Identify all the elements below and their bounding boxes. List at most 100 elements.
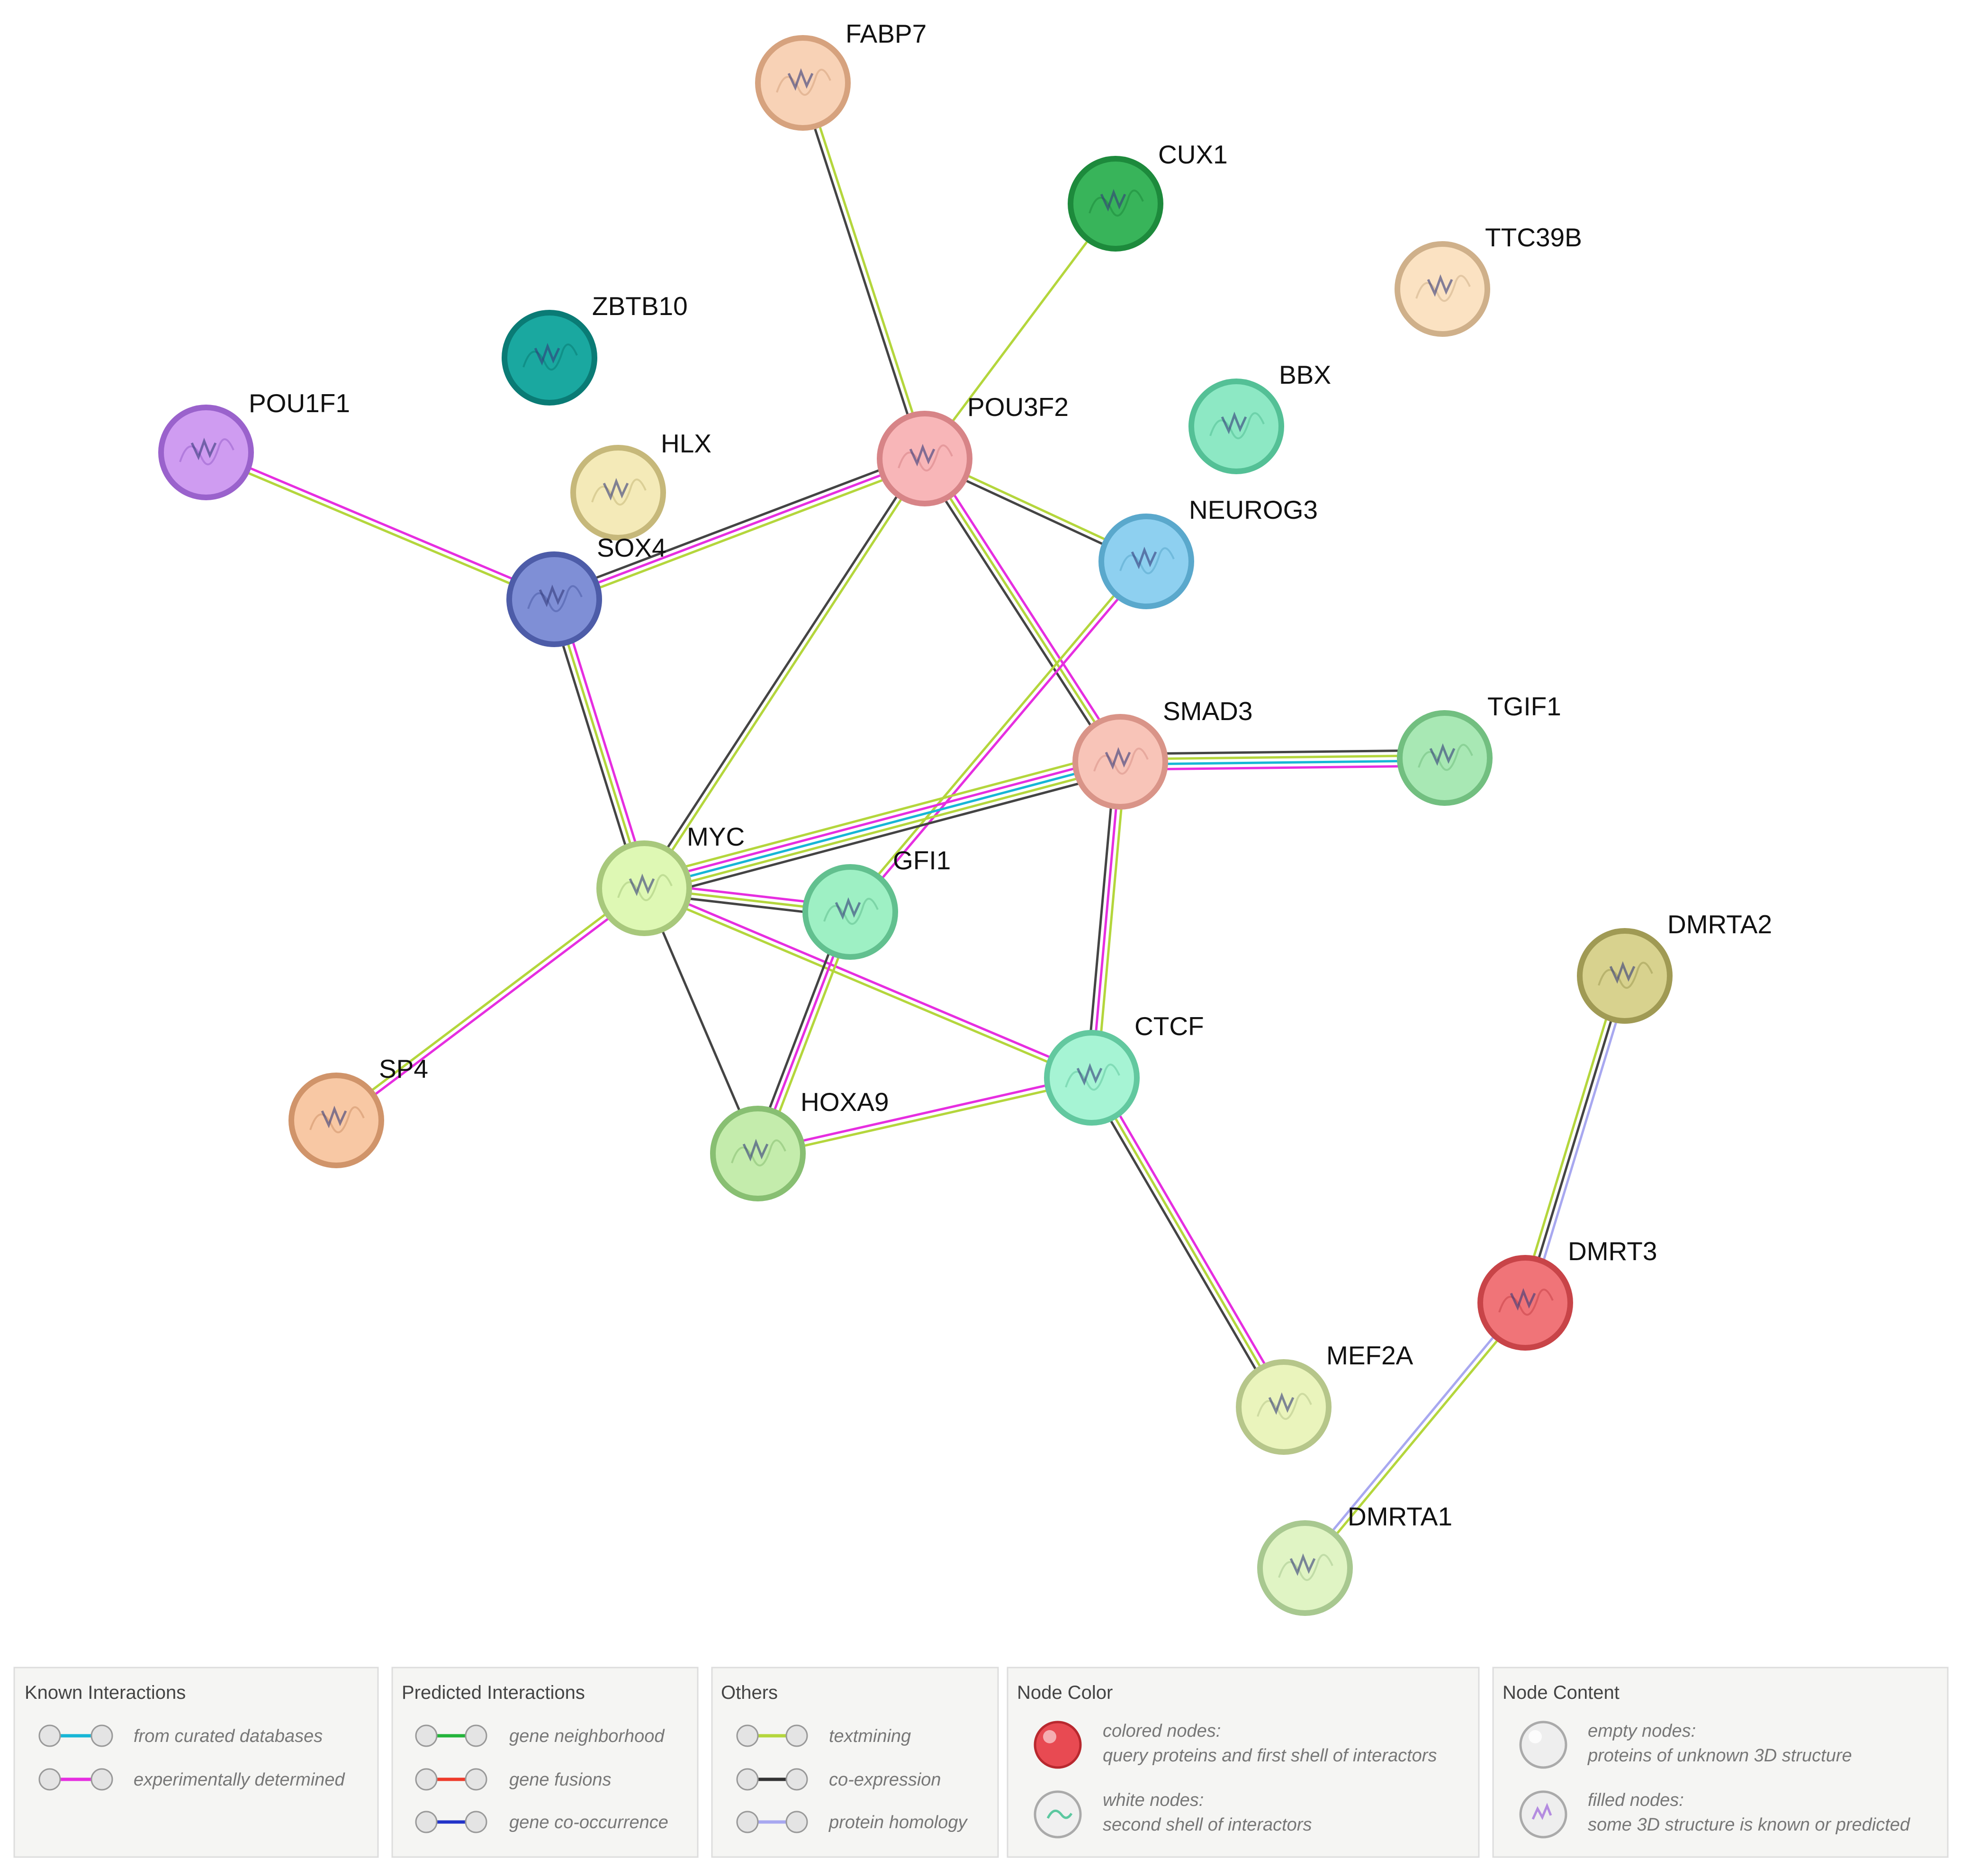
edge-line-textmining bbox=[645, 459, 928, 891]
legend-sample-homology bbox=[736, 1811, 808, 1833]
legend-label-homology: protein homology bbox=[828, 1813, 968, 1832]
edge-smad3-myc[interactable] bbox=[641, 750, 1124, 900]
protein-structure-icon bbox=[1257, 1393, 1312, 1420]
edge-line-textmining bbox=[1090, 1077, 1285, 1408]
node-label: POU1F1 bbox=[249, 388, 350, 418]
legend-known-box bbox=[13, 1667, 379, 1858]
legend-others-title: Others bbox=[721, 1682, 778, 1703]
legend-white-nodes-label: white nodes: bbox=[1103, 1790, 1204, 1810]
edge-line-coexpression bbox=[641, 456, 924, 888]
edge-line-textmining bbox=[847, 559, 1145, 911]
edge-sox4-myc[interactable] bbox=[548, 597, 650, 891]
edge-dmrt3-dmrta1[interactable] bbox=[1302, 1300, 1529, 1571]
edge-dmrta2-dmrt3[interactable] bbox=[1519, 974, 1631, 1305]
protein-helix-icon bbox=[539, 584, 565, 607]
protein-structure-icon bbox=[1415, 275, 1471, 302]
legend-sample-experimental bbox=[38, 1768, 113, 1791]
edge-smad3-tgif1[interactable] bbox=[1120, 749, 1445, 771]
edge-myc-hoxa9[interactable] bbox=[643, 888, 759, 1154]
node-smad3[interactable]: SMAD3 bbox=[1072, 696, 1253, 810]
node-mef2a[interactable]: MEF2A bbox=[1236, 1341, 1413, 1455]
protein-helix-icon bbox=[190, 437, 217, 460]
node-myc[interactable]: MYC bbox=[596, 822, 745, 936]
node-tgif1[interactable]: TGIF1 bbox=[1397, 692, 1561, 806]
edge-neurog3-gfi1[interactable] bbox=[847, 559, 1150, 915]
legend-white-nodes-desc: second shell of interactors bbox=[1103, 1815, 1312, 1835]
node-label: BBX bbox=[1279, 360, 1331, 389]
protein-helix-icon bbox=[1076, 1063, 1103, 1086]
edge-pou3f2-myc[interactable] bbox=[641, 456, 928, 891]
node-fabp7[interactable]: FABP7 bbox=[755, 19, 927, 131]
legend-node-color-title: Node Color bbox=[1017, 1682, 1113, 1703]
node-cux1[interactable]: CUX1 bbox=[1068, 140, 1228, 252]
edge-line-textmining bbox=[804, 81, 928, 459]
edge-line-experimental bbox=[851, 562, 1150, 915]
edge-hoxa9-ctcf[interactable] bbox=[757, 1074, 1093, 1157]
edge-sox4-pou3f2[interactable] bbox=[552, 452, 927, 605]
protein-helix-icon bbox=[1289, 1553, 1316, 1576]
node-circle bbox=[1577, 928, 1673, 1024]
node-pou1f1[interactable]: POU1F1 bbox=[158, 388, 350, 500]
edge-cux1-pou3f2[interactable] bbox=[923, 203, 1117, 460]
node-gfi1[interactable]: GFI1 bbox=[802, 846, 951, 960]
node-circle bbox=[1068, 156, 1163, 252]
edge-line-homology bbox=[1529, 977, 1631, 1305]
node-neurog3[interactable]: NEUROG3 bbox=[1098, 495, 1318, 609]
edge-myc-ctcf[interactable] bbox=[642, 884, 1094, 1082]
node-dmrta2[interactable]: DMRTA2 bbox=[1577, 910, 1772, 1024]
node-circle bbox=[1395, 241, 1490, 337]
protein-helix-icon bbox=[787, 68, 814, 91]
edge-pou3f2-smad3[interactable] bbox=[919, 455, 1126, 766]
node-circle bbox=[1044, 1030, 1140, 1126]
node-label: POU3F2 bbox=[967, 392, 1069, 422]
protein-helix-icon bbox=[1100, 189, 1126, 212]
node-ctcf[interactable]: CTCF bbox=[1044, 1011, 1204, 1126]
protein-structure-icon bbox=[1089, 189, 1144, 217]
legend-label-cooccurrence: gene co-occurrence bbox=[509, 1813, 668, 1832]
node-hoxa9[interactable]: HOXA9 bbox=[710, 1087, 889, 1201]
node-ttc39b[interactable]: TTC39B bbox=[1395, 223, 1582, 337]
node-dmrt3[interactable]: DMRT3 bbox=[1477, 1236, 1657, 1351]
legend-sample-fusions bbox=[415, 1768, 487, 1791]
protein-helix-icon bbox=[603, 478, 629, 501]
legend-label-fusions: gene fusions bbox=[509, 1770, 612, 1790]
edge-line-textmining bbox=[645, 766, 1122, 895]
edge-line-textmining bbox=[553, 599, 646, 889]
legend-node-content-box bbox=[1492, 1667, 1949, 1858]
edge-line-coexpression bbox=[919, 460, 1117, 766]
legend-node-content-title: Node Content bbox=[1503, 1682, 1620, 1703]
node-hlx[interactable]: HLX bbox=[570, 429, 711, 541]
node-dmrta1[interactable]: DMRTA1 bbox=[1257, 1502, 1452, 1616]
node-circle bbox=[755, 35, 851, 131]
legend-white-node-structure bbox=[1046, 1810, 1073, 1819]
node-pou3f2[interactable]: POU3F2 bbox=[877, 392, 1069, 506]
legend-empty-node-icon bbox=[1519, 1721, 1567, 1769]
protein-structure-icon bbox=[1418, 744, 1473, 771]
node-zbtb10[interactable]: ZBTB10 bbox=[502, 291, 688, 406]
node-label: DMRTA1 bbox=[1348, 1502, 1452, 1531]
edge-line-textmining bbox=[334, 885, 644, 1119]
edge-line-textmining bbox=[556, 462, 927, 605]
node-circle bbox=[710, 1106, 806, 1201]
edge-ctcf-mef2a[interactable] bbox=[1086, 1074, 1289, 1410]
node-label: DMRTA2 bbox=[1667, 910, 1772, 939]
node-sox4[interactable]: SOX4 bbox=[506, 533, 666, 647]
protein-structure-icon bbox=[309, 1106, 365, 1134]
node-circle bbox=[502, 310, 597, 406]
legend-empty-node-highlight bbox=[1529, 1730, 1542, 1743]
edge-smad3-ctcf[interactable] bbox=[1085, 761, 1127, 1079]
node-bbx[interactable]: BBX bbox=[1188, 360, 1331, 474]
edge-fabp7-pou3f2[interactable] bbox=[799, 81, 928, 460]
legend-sample-curated bbox=[38, 1724, 113, 1747]
protein-structure-icon bbox=[1093, 748, 1149, 775]
node-label: NEUROG3 bbox=[1189, 495, 1318, 524]
node-label: FABP7 bbox=[846, 19, 927, 48]
edge-myc-sp4[interactable] bbox=[334, 885, 647, 1124]
edge-pou1f1-sox4[interactable] bbox=[204, 449, 556, 603]
edge-line-experimental bbox=[337, 889, 647, 1124]
edge-line-coexpression bbox=[643, 888, 759, 1154]
node-circle bbox=[506, 551, 602, 647]
node-sp4[interactable]: SP4 bbox=[288, 1054, 428, 1168]
protein-helix-icon bbox=[742, 1138, 769, 1162]
